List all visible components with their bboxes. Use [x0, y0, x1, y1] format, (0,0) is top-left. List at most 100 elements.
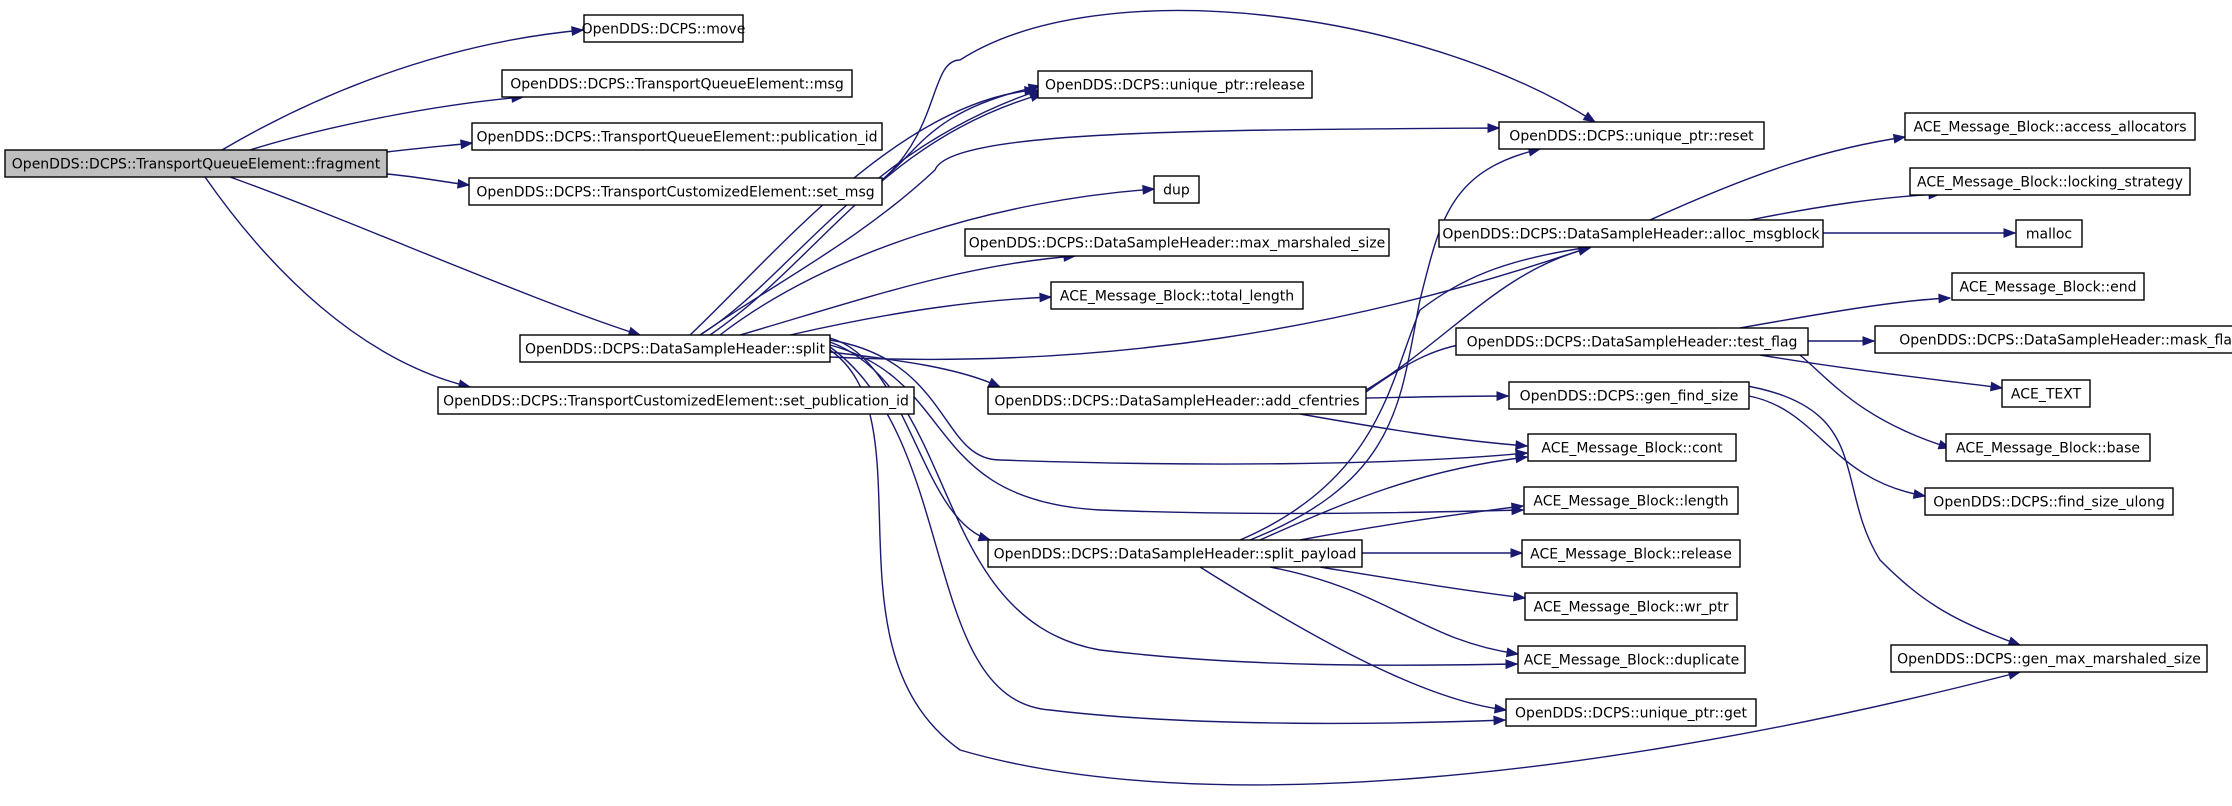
- node-box: [471, 122, 883, 151]
- node-move[interactable]: OpenDDS::DCPS::move: [582, 14, 746, 43]
- arrowhead-icon: [1989, 381, 2004, 392]
- node-label: OpenDDS::DCPS::DataSampleHeader::split: [525, 342, 826, 358]
- node-test-flag[interactable]: OpenDDS::DCPS::DataSampleHeader::test_fl…: [1455, 327, 1809, 356]
- node-label: ACE_TEXT: [2011, 387, 2082, 403]
- node-label: OpenDDS::DCPS::unique_ptr::release: [1045, 78, 1305, 94]
- arrowhead-icon: [1496, 391, 1510, 401]
- node-box: [987, 386, 1367, 415]
- edge-line: [1199, 566, 1507, 711]
- node-label: OpenDDS::DCPS::DataSampleHeader::test_fl…: [1467, 335, 1798, 351]
- arrowhead-icon: [571, 26, 585, 36]
- node-locking-strategy[interactable]: ACE_Message_Block::locking_strategy: [1909, 167, 2191, 196]
- node-mask-flag[interactable]: OpenDDS::DCPS::DataSampleHeader::mask_fl…: [1874, 325, 2232, 354]
- edge-line: [1249, 148, 1541, 541]
- arrowhead-icon: [1510, 548, 1524, 558]
- node-label: ACE_Message_Block::locking_strategy: [1917, 175, 2183, 191]
- node-mb-wr-ptr[interactable]: ACE_Message_Block::wr_ptr: [1524, 592, 1738, 621]
- node-set-publication-id[interactable]: OpenDDS::DCPS::TransportCustomizedElemen…: [437, 386, 915, 415]
- edge-line: [204, 176, 471, 388]
- node-gen-find-size[interactable]: OpenDDS::DCPS::gen_find_size: [1508, 381, 1750, 410]
- edge-add_cfentries-to-alloc_msgblock: [1365, 246, 1592, 391]
- node-box: [1874, 325, 2232, 354]
- node-fragment[interactable]: OpenDDS::DCPS::TransportQueueElement::fr…: [4, 149, 388, 178]
- node-split[interactable]: OpenDDS::DCPS::DataSampleHeader::split: [519, 334, 831, 363]
- node-box: [1455, 327, 1809, 356]
- node-max-marshaled-size[interactable]: OpenDDS::DCPS::DataSampleHeader::max_mar…: [964, 228, 1390, 257]
- edge-split_payload-to-mb_release: [1362, 548, 1524, 558]
- arrowhead-icon: [1514, 453, 1529, 464]
- arrowhead-icon: [460, 139, 474, 150]
- arrowhead-icon: [1493, 715, 1507, 726]
- node-box: [1890, 644, 2208, 673]
- arrowhead-icon: [1510, 502, 1525, 513]
- arrowhead-icon: [977, 531, 992, 542]
- edge-split-to-mb_length: [829, 344, 1525, 516]
- node-mb-base[interactable]: ACE_Message_Block::base: [1945, 433, 2151, 462]
- node-mb-release[interactable]: ACE_Message_Block::release: [1521, 539, 1741, 568]
- node-label: OpenDDS::DCPS::unique_ptr::get: [1515, 706, 1747, 722]
- edge-split_payload-to-mb_wr_ptr: [1319, 566, 1527, 602]
- node-mb-cont[interactable]: ACE_Message_Block::cont: [1527, 433, 1737, 462]
- node-msg[interactable]: OpenDDS::DCPS::TransportQueueElement::ms…: [501, 69, 853, 98]
- edge-split_payload-to-mb_duplicate: [1269, 566, 1520, 658]
- node-mb-end[interactable]: ACE_Message_Block::end: [1951, 272, 2145, 301]
- node-up-reset[interactable]: OpenDDS::DCPS::unique_ptr::reset: [1498, 121, 1765, 150]
- node-up-release[interactable]: OpenDDS::DCPS::unique_ptr::release: [1037, 70, 1313, 99]
- node-box: [1037, 70, 1313, 99]
- edge-line: [829, 339, 1528, 465]
- node-label: OpenDDS::DCPS::DataSampleHeader::max_mar…: [969, 236, 1385, 252]
- node-label: OpenDDS::DCPS::move: [582, 22, 746, 38]
- node-box: [1523, 486, 1739, 515]
- edge-line: [1319, 566, 1526, 599]
- edge-line: [1749, 193, 1941, 221]
- node-box: [519, 334, 831, 363]
- edge-line: [1299, 413, 1528, 447]
- call-graph-edges: [204, 9, 2022, 786]
- arrowhead-icon: [1512, 591, 1527, 602]
- arrowhead-icon: [1487, 123, 1501, 134]
- arrowhead-icon: [1582, 111, 1597, 123]
- arrowhead-icon: [1493, 703, 1508, 714]
- node-dup[interactable]: dup: [1153, 175, 1200, 204]
- node-box: [4, 149, 388, 178]
- node-malloc[interactable]: malloc: [2015, 219, 2083, 248]
- edge-fragment-to-publication_id: [386, 139, 474, 153]
- node-label: OpenDDS::DCPS::TransportQueueElement::ms…: [510, 77, 844, 93]
- node-add-cfentries[interactable]: OpenDDS::DCPS::DataSampleHeader::add_cfe…: [987, 386, 1367, 415]
- node-mb-duplicate[interactable]: ACE_Message_Block::duplicate: [1517, 645, 1746, 674]
- node-box: [1153, 175, 1200, 204]
- edge-split-to-max_marshaled_size: [739, 252, 1077, 336]
- edge-gen_find_size-to-find_size_ulong: [1748, 395, 1927, 499]
- node-split-payload[interactable]: OpenDDS::DCPS::DataSampleHeader::split_p…: [987, 539, 1363, 568]
- node-box: [437, 386, 915, 415]
- edge-line: [829, 349, 2021, 786]
- edge-line: [829, 246, 1591, 361]
- arrowhead-icon: [1505, 647, 1520, 658]
- node-set-msg[interactable]: OpenDDS::DCPS::TransportCustomizedElemen…: [468, 177, 883, 206]
- node-mb-length[interactable]: ACE_Message_Block::length: [1523, 486, 1739, 515]
- node-box: [1524, 592, 1738, 621]
- node-alloc-msgblock[interactable]: OpenDDS::DCPS::DataSampleHeader::alloc_m…: [1438, 219, 1824, 248]
- edge-line: [829, 341, 1518, 666]
- node-access-allocators[interactable]: ACE_Message_Block::access_allocators: [1904, 112, 2196, 141]
- edge-line: [1259, 456, 1528, 541]
- node-find-size-ulong[interactable]: OpenDDS::DCPS::find_size_ulong: [1924, 487, 2174, 516]
- node-label: ACE_Message_Block::length: [1533, 494, 1728, 510]
- node-box: [2015, 219, 2083, 248]
- node-ace-text[interactable]: ACE_TEXT: [2001, 379, 2091, 408]
- node-publication-id[interactable]: OpenDDS::DCPS::TransportQueueElement::pu…: [471, 122, 883, 151]
- node-up-get[interactable]: OpenDDS::DCPS::unique_ptr::get: [1505, 698, 1757, 727]
- node-total-length[interactable]: ACE_Message_Block::total_length: [1050, 281, 1304, 310]
- edge-split-to-up_get: [829, 346, 1507, 726]
- edge-test_flag-to-mb_end: [1739, 293, 1952, 329]
- edge-line: [1649, 136, 1906, 221]
- node-label: OpenDDS::DCPS::DataSampleHeader::split_p…: [994, 547, 1357, 563]
- arrowhead-icon: [2007, 636, 2022, 646]
- arrowhead-icon: [1039, 292, 1053, 303]
- node-gen-max-marshaled-size[interactable]: OpenDDS::DCPS::gen_max_marshaled_size: [1890, 644, 2208, 673]
- node-label: OpenDDS::DCPS::unique_ptr::reset: [1509, 129, 1754, 145]
- node-label: OpenDDS::DCPS::TransportQueueElement::fr…: [12, 157, 381, 173]
- edge-alloc_msgblock-to-access_allocators: [1649, 133, 1907, 221]
- edge-line: [1759, 354, 2003, 389]
- node-label: OpenDDS::DCPS::TransportCustomizedElemen…: [443, 394, 909, 410]
